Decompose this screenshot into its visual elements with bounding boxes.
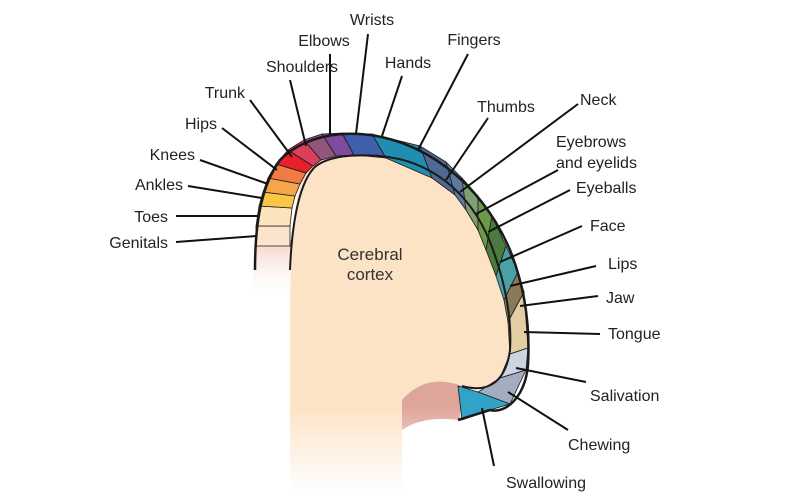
leader-line-swallowing [481,407,495,467]
label-wrists: Wrists [350,12,394,29]
label-thumbs: Thumbs [477,99,535,116]
leader-line-shoulders [289,79,307,147]
band-segment-genitals [255,225,291,247]
leader-line-eyebrows [475,169,559,215]
label-hips: Hips [185,116,217,133]
label-toes: Toes [134,209,168,226]
leader-line-genitals [175,235,257,243]
label-hands: Hands [385,55,431,72]
label-eyebrows-line-1: Eyebrows [556,134,626,151]
leader-line-knees [199,159,269,185]
leader-line-salivation [515,367,587,383]
label-swallowing: Swallowing [506,475,586,492]
label-eyeballs: Eyeballs [576,180,636,197]
leader-line-fingers [417,53,469,151]
leader-line-tongue [523,331,601,335]
label-face: Face [590,218,626,235]
leader-line-wrists [355,33,369,135]
band-segment-toes [255,205,293,227]
leader-line-chewing [507,391,569,431]
label-trunk: Trunk [205,85,246,102]
label-tongue: Tongue [608,326,661,343]
label-elbows: Elbows [298,33,350,50]
leader-line-lips [509,265,597,287]
leader-line-ankles [187,185,263,199]
leader-line-trunk [249,99,293,158]
leader-line-jaw [519,295,599,307]
leader-lines [175,33,601,467]
label-genitals: Genitals [109,235,168,252]
region-labels: Genitals Toes Ankles Knees Hips Trunk Shoulder… [109,12,660,492]
band-segment-swallowing [457,385,512,421]
label-jaw: Jaw [606,290,635,307]
leader-line-neck [459,103,579,193]
label-salivation: Salivation [590,388,659,405]
cortex-band [255,132,529,421]
cortex-label-line-2: cortex [347,265,394,284]
cortex-label-line-1: Cerebral [337,245,402,264]
cortex-band-lower [250,240,292,300]
label-lips: Lips [608,256,637,273]
leader-line-thumbs [445,117,489,181]
label-eyebrows-line-2: and eyelids [556,155,637,172]
label-neck: Neck [580,92,617,109]
label-chewing: Chewing [568,437,630,454]
band-inner-outline [289,154,512,390]
leader-line-eyeballs [487,189,571,233]
label-knees: Knees [150,147,195,164]
label-shoulders: Shoulders [266,59,338,76]
leader-line-face [499,225,583,263]
label-ankles: Ankles [135,177,183,194]
leader-line-hands [381,75,403,137]
label-fingers: Fingers [447,32,500,49]
band-outer-outline [253,132,530,422]
leader-line-hips [221,127,278,171]
